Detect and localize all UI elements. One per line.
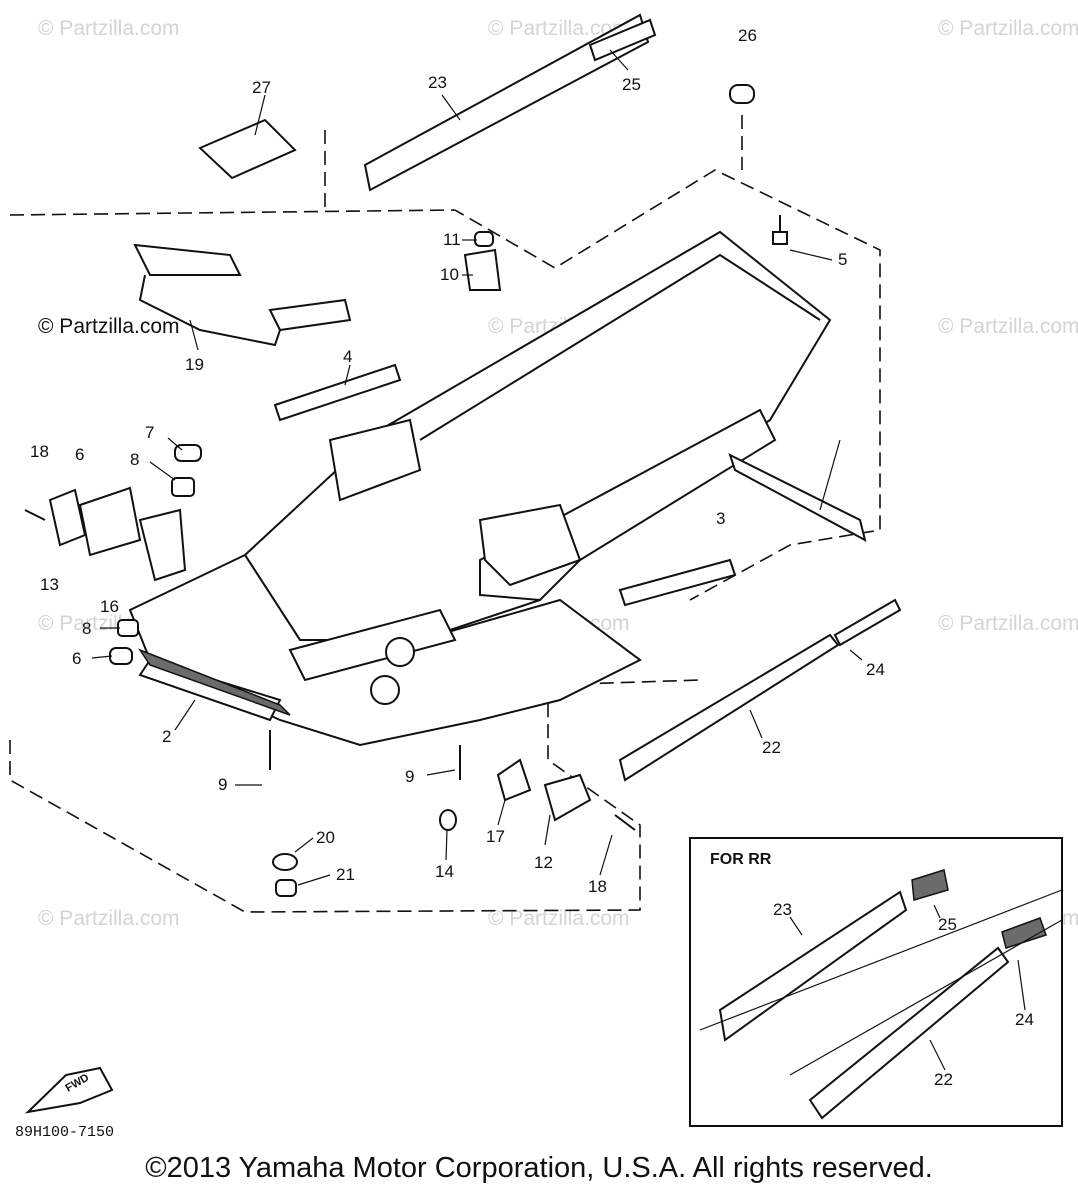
callout-label: 6	[72, 649, 81, 668]
callout-label: 3	[716, 509, 725, 528]
callout-label: 8	[82, 619, 91, 638]
callout-label: 17	[486, 827, 505, 846]
watermark: © Partzilla.com	[488, 17, 630, 40]
callout-label: 10	[440, 265, 459, 284]
top-parts	[198, 13, 867, 542]
parts-diagram: © Partzilla.com © Partzilla.com © Partzi…	[9, 13, 1078, 1141]
watermark: © Partzilla.com	[938, 315, 1078, 338]
callout-label: 18	[588, 877, 607, 896]
callout-label: 13	[40, 575, 59, 594]
leader-lines	[91, 49, 863, 886]
callout-label: 2	[162, 727, 171, 746]
callout-label: 4	[343, 347, 352, 366]
bottom-parts	[24, 509, 902, 897]
callout-label: 6	[75, 445, 84, 464]
callout-label: 19	[185, 355, 204, 374]
fwd-arrow-icon: FWD	[24, 1066, 114, 1114]
callout-label: 25	[622, 75, 641, 94]
watermark: © Partzilla.com	[38, 17, 180, 40]
callout-label: 23	[428, 73, 447, 92]
callout-label: 25	[938, 915, 957, 934]
callout-label: 27	[252, 78, 271, 97]
callout-labels: 27 23 25 26 11 10 5 19 4 7 8 18 6 13 16 …	[30, 26, 885, 896]
callout-label: 23	[773, 900, 792, 919]
callout-label: 22	[934, 1070, 953, 1089]
watermark: © Partzilla.com	[938, 17, 1078, 40]
callout-label: 5	[838, 250, 847, 269]
callout-label: 16	[100, 597, 119, 616]
hull-frame	[128, 230, 832, 747]
callout-label: 24	[866, 660, 885, 679]
inset-for-rr: FOR RR 23 25 24 22	[689, 837, 1063, 1127]
handle-grip	[133, 243, 352, 347]
callout-label: 24	[1015, 1010, 1034, 1029]
callout-label: 21	[336, 865, 355, 884]
callout-label: 22	[762, 738, 781, 757]
watermark: © Partzilla.com	[38, 315, 180, 338]
watermark: © Partzilla.com	[938, 612, 1078, 635]
assembly-boundary	[9, 115, 881, 913]
callout-label: 20	[316, 828, 335, 847]
watermark: © Partzilla.com	[38, 907, 180, 930]
inset-title: FOR RR	[710, 851, 772, 868]
callout-label: 11	[443, 230, 461, 249]
callout-label: 14	[435, 862, 454, 881]
callout-label: 26	[738, 26, 757, 45]
figure-code: 89H100-7150	[15, 1124, 114, 1141]
callout-label: 8	[130, 450, 139, 469]
watermark: © Partzilla.com	[488, 907, 630, 930]
callout-label: 9	[405, 767, 414, 786]
callout-label: 18	[30, 442, 49, 461]
copyright-notice: ©2013 Yamaha Motor Corporation, U.S.A. A…	[145, 1152, 933, 1184]
callout-label: 7	[145, 423, 154, 442]
callout-label: 12	[534, 853, 553, 872]
callout-label: 9	[218, 775, 227, 794]
intake-parts	[48, 444, 202, 665]
